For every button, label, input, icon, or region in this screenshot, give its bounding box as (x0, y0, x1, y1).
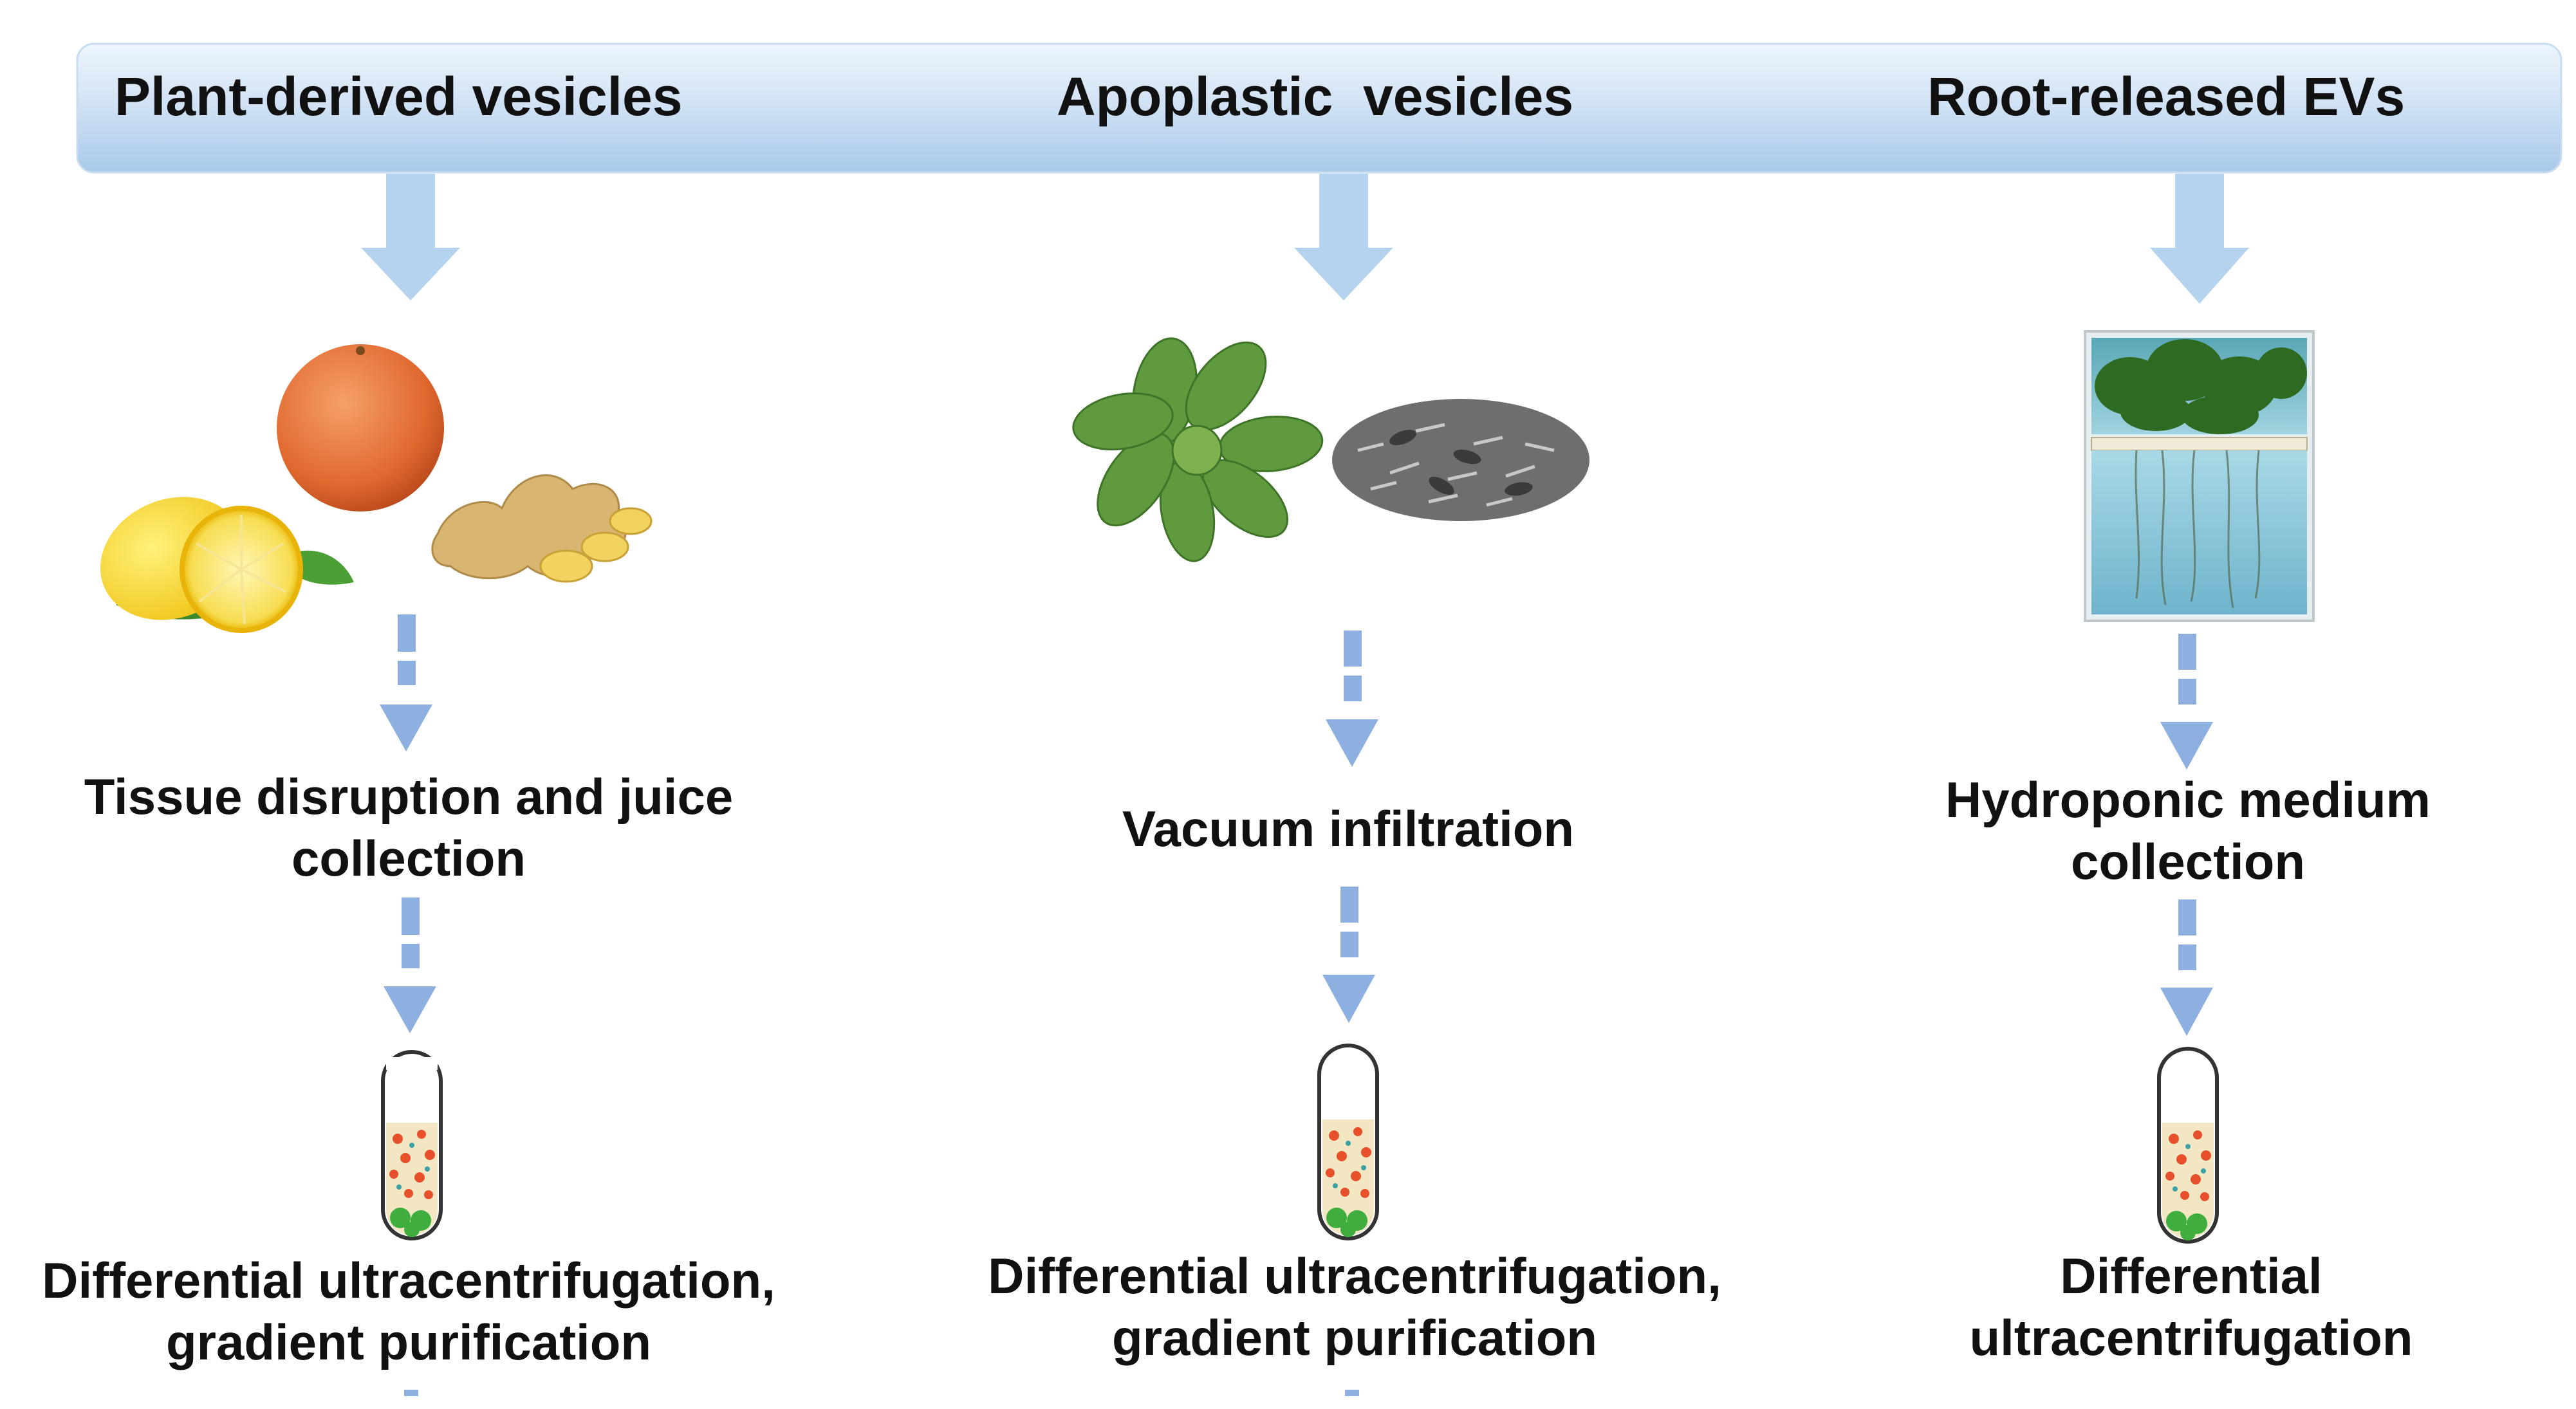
step-line: Tissue disruption and juice (84, 768, 734, 825)
header-banner (76, 42, 2562, 174)
step-differential-gradient-2: Differential ultracentrifugation, gradie… (904, 1245, 1805, 1368)
dashed-arrow-1a (380, 614, 432, 751)
fruit-illustration (100, 344, 653, 633)
step-vacuum-infiltration: Vacuum infiltration (898, 798, 1799, 860)
trailing-dash-2 (1345, 1390, 1359, 1396)
dashed-arrow-3a (2160, 634, 2213, 769)
banner-title-plant-derived: Plant-derived vesicles (115, 66, 683, 127)
step-line: gradient purification (165, 1314, 652, 1370)
step-line: Differential (2060, 1248, 2322, 1304)
step-line: collection (2070, 833, 2306, 890)
step-line: gradient purification (1111, 1309, 1598, 1366)
solid-arrow-1 (361, 174, 460, 300)
trailing-dash-1 (404, 1390, 418, 1396)
dashed-arrows (380, 614, 2213, 1396)
step-tissue-disruption: Tissue disruption and juice collection (0, 766, 859, 889)
step-line: Hydroponic medium (1945, 771, 2431, 828)
step-differential-gradient-1: Differential ultracentrifugation, gradie… (0, 1249, 859, 1373)
solid-arrow-2 (1294, 174, 1393, 300)
step-line: Differential ultracentrifugation, (42, 1252, 775, 1309)
ginger-icon (431, 474, 653, 583)
solid-arrows (361, 174, 2249, 304)
step-line: ultracentrifugation (1969, 1309, 2413, 1366)
dashed-arrow-1b (384, 898, 436, 1033)
hydroponic-culture-icon (2084, 330, 2315, 622)
step-line: collection (291, 830, 526, 887)
sunflower-seeds-icon (1332, 399, 1589, 521)
step-hydroponic-medium: Hydroponic medium collection (1737, 769, 2576, 892)
test-tube-3 (2157, 1047, 2219, 1244)
step-differential-3: Differential ultracentrifugation (1741, 1245, 2576, 1368)
orange-icon (277, 344, 444, 511)
dashed-arrow-2a (1326, 631, 1378, 767)
step-line: Differential ultracentrifugation, (988, 1248, 1721, 1304)
banner-title-root-released: Root-released EVs (1927, 66, 2405, 127)
lemon-icon (100, 497, 303, 633)
solid-arrow-3 (2150, 174, 2249, 304)
test-tube-2 (1317, 1044, 1379, 1240)
test-tube-1 (381, 1050, 443, 1240)
arabidopsis-rosette-icon (1072, 337, 1324, 562)
dashed-arrow-2b (1322, 887, 1375, 1023)
dashed-arrow-3b (2160, 899, 2213, 1036)
step-line: Vacuum infiltration (1122, 800, 1575, 857)
banner-title-apoplastic: Apoplastic vesicles (1057, 66, 1574, 127)
